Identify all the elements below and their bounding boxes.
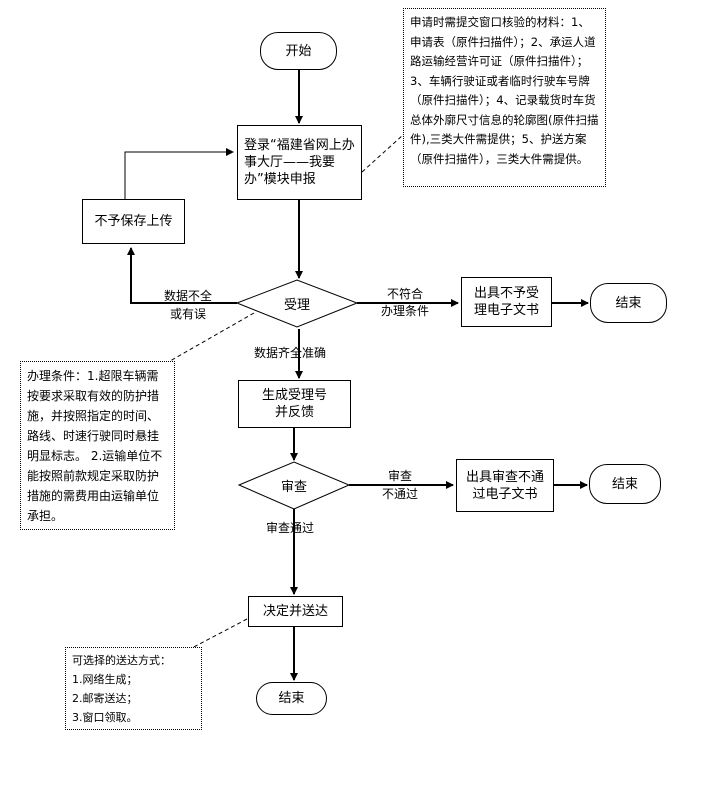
edge-label-incomplete-2: 或有误 <box>169 307 206 321</box>
dashed-callout-delivery <box>191 618 248 649</box>
gen-number-box: 生成受理号并反馈 <box>238 380 351 428</box>
accept-label: 受理 <box>283 297 310 313</box>
edge-label-review-pass: 审查通过 <box>266 521 315 535</box>
dashed-callout-materials <box>361 134 404 173</box>
edge-label-incomplete-1: 数据不全 <box>163 289 212 303</box>
delivery-note-title: 可选择的送达方式： <box>72 654 171 667</box>
start-terminator: 开始 <box>260 32 337 70</box>
accept-diamond <box>235 279 359 328</box>
no-accept-doc-box: 出具不予受理电子文书 <box>461 277 552 327</box>
edge-label-not-meet-2: 办理条件 <box>380 304 429 318</box>
review-label: 审查 <box>280 479 307 495</box>
edge-label-review-fail-1: 审查 <box>387 469 412 483</box>
arrow-nosave-to-login <box>124 148 234 199</box>
edge-label-review-fail-2: 不通过 <box>381 487 418 501</box>
delivery-item-1: 1.网络生成； <box>72 673 138 686</box>
conditions-note: 办理条件：1.超限车辆需按要求采取有效的防护措施，并按照指定的时间、路线、时速行… <box>20 361 175 530</box>
end-terminator-1: 结束 <box>590 283 667 323</box>
edge-label-complete: 数据齐全准确 <box>254 346 327 360</box>
arrow-accept-to-nosave <box>127 247 237 304</box>
end-terminator-3: 结束 <box>256 682 327 715</box>
review-fail-doc-box: 出具审查不通过电子文书 <box>456 459 554 512</box>
decide-box: 决定并送达 <box>248 596 343 627</box>
end-terminator-2: 结束 <box>589 464 661 504</box>
no-save-box: 不予保存上传 <box>82 199 185 244</box>
review-diamond <box>237 461 351 510</box>
materials-note: 申请时需提交窗口核验的材料：1、申请表（原件扫描件）；2、承运人道路运输经营许可… <box>403 8 606 187</box>
delivery-item-3: 3.窗口领取。 <box>72 711 138 724</box>
dashed-callout-conditions <box>169 312 255 362</box>
delivery-item-2: 2.邮寄送达； <box>72 692 138 705</box>
login-box: 登录“福建省网上办事大厅——我要办”模块申报 <box>237 125 362 200</box>
edge-label-not-meet-1: 不符合 <box>386 287 423 301</box>
delivery-note: 可选择的送达方式： 1.网络生成； 2.邮寄送达； 3.窗口领取。 <box>65 647 202 730</box>
